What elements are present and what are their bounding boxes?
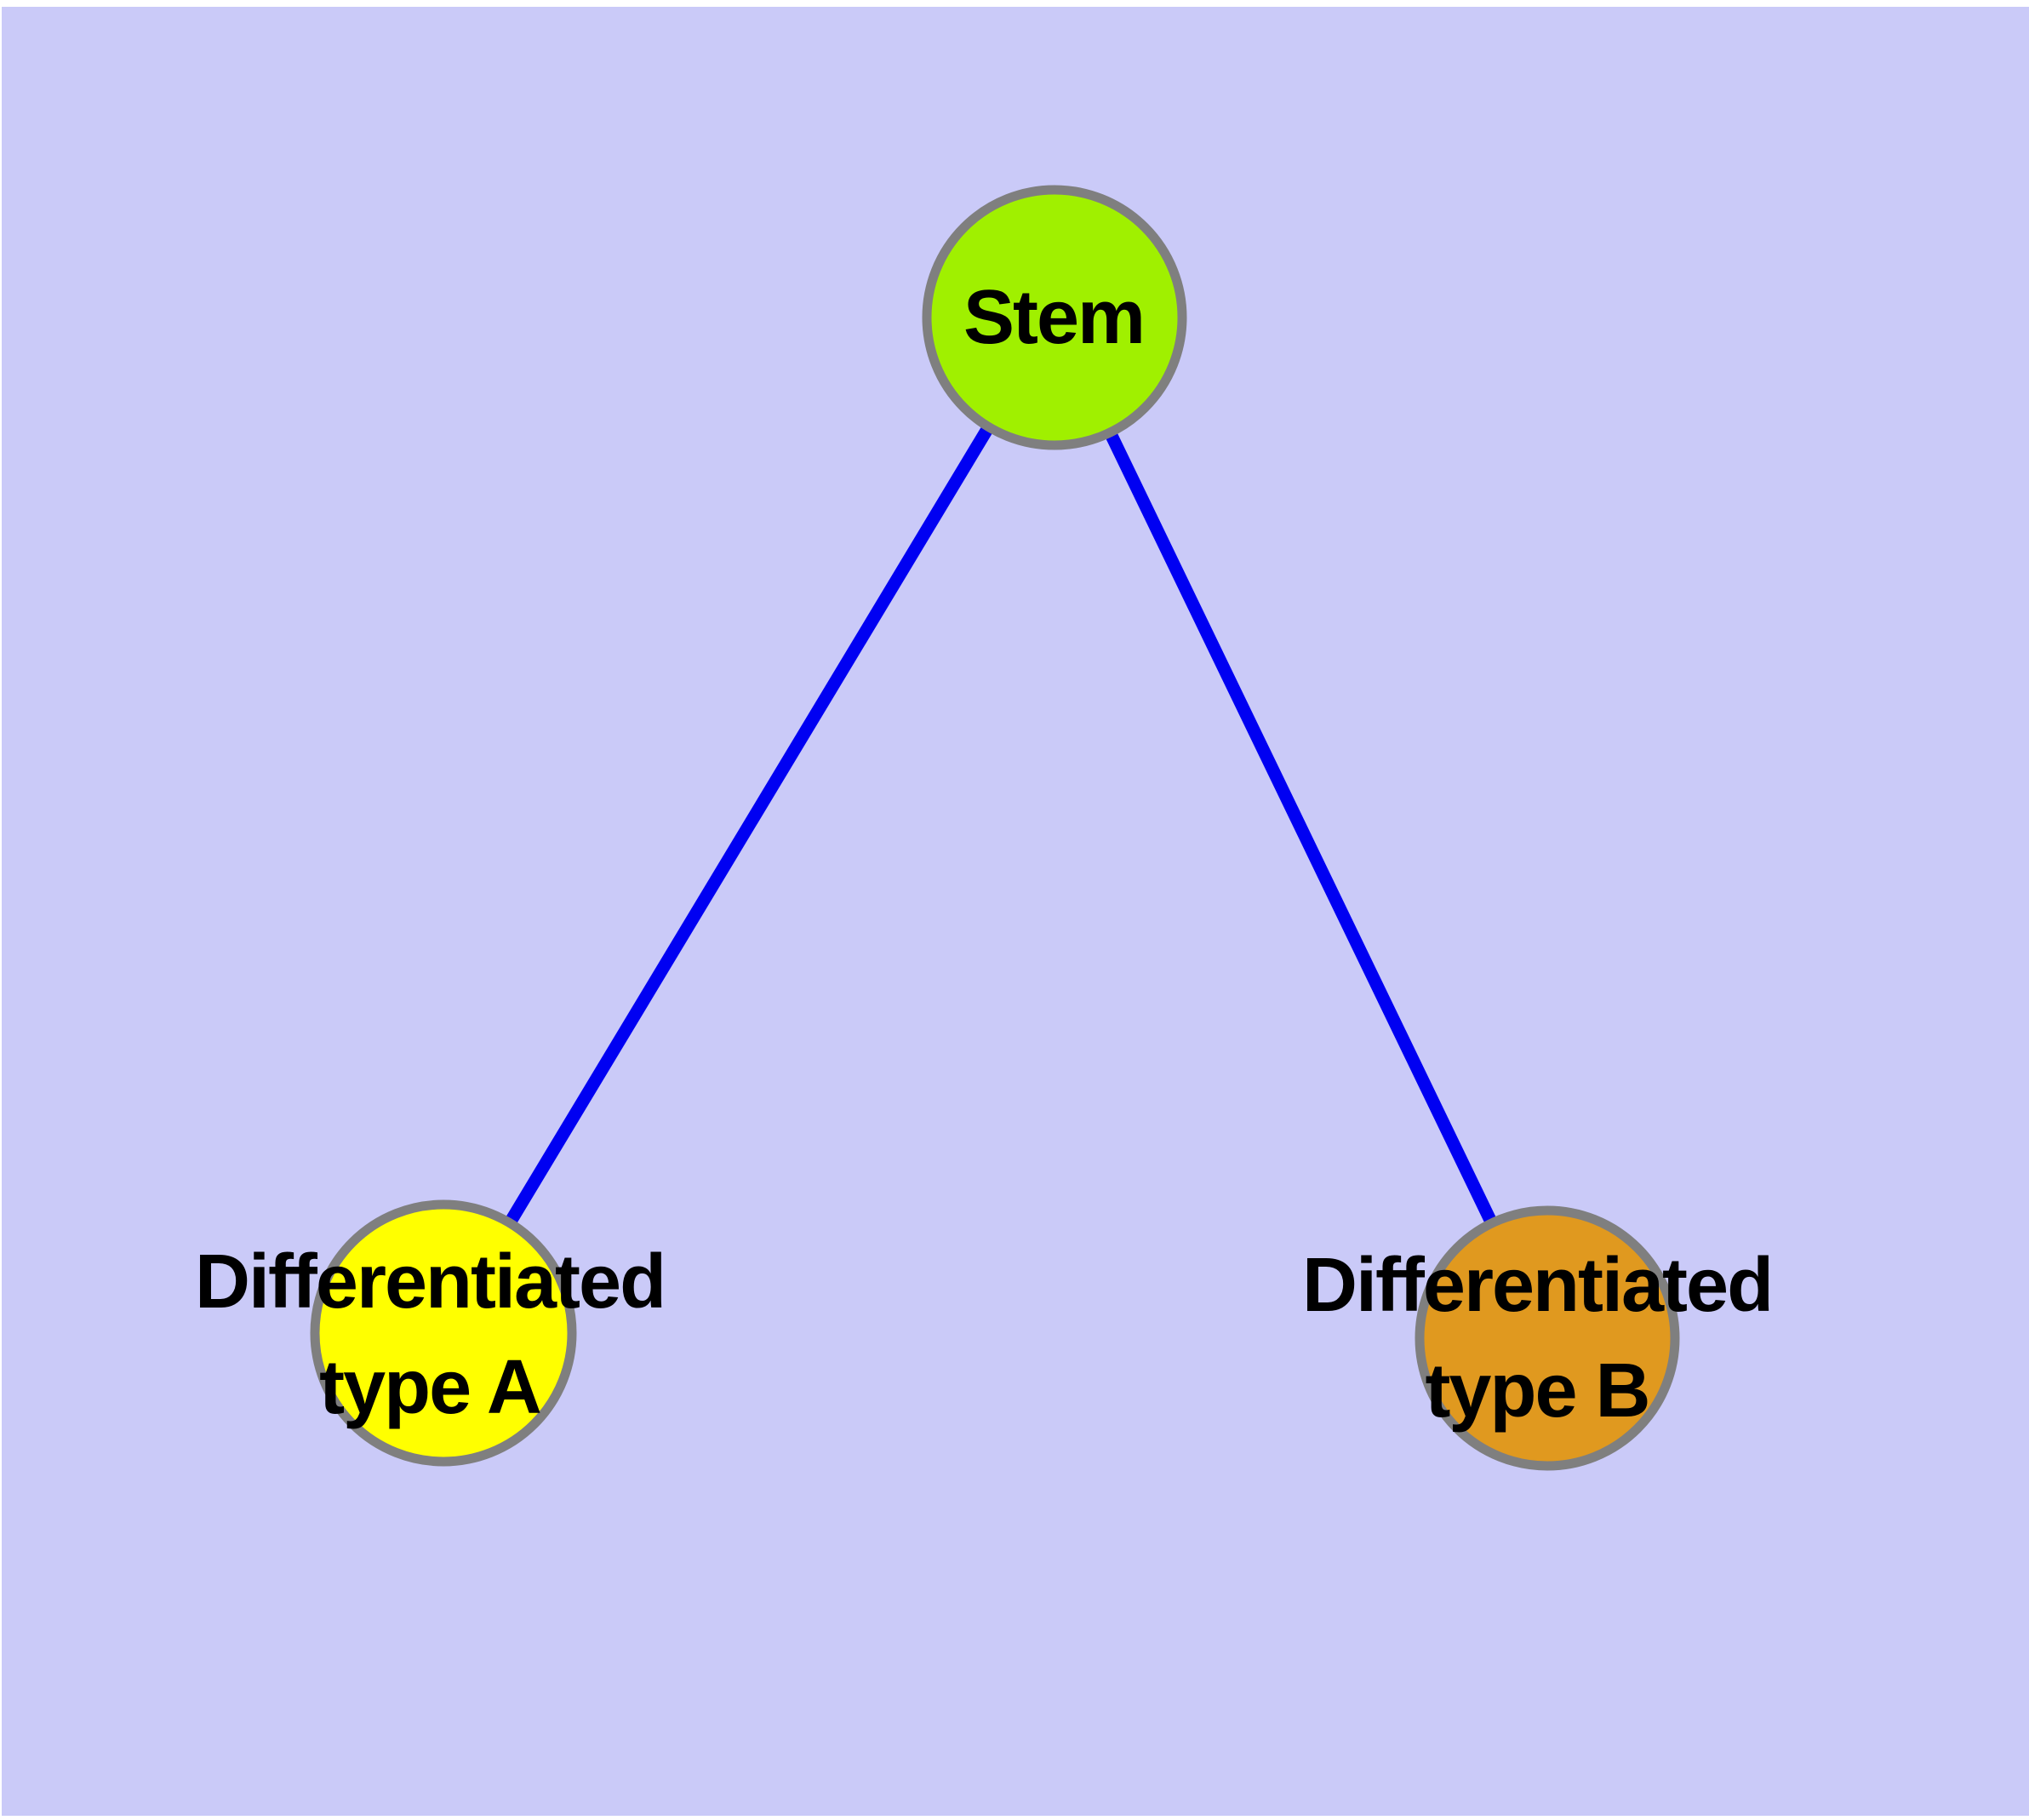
node-stem-circle: [922, 185, 1187, 450]
node-type-b-label-line2: type B: [1425, 1348, 1650, 1434]
node-type-b-label-line1: Differentiated: [1301, 1243, 1774, 1328]
node-type-b-label: Differentiated type B: [1301, 1233, 1774, 1444]
node-stem-label-line1: Stem: [963, 275, 1146, 360]
node-type-a-label: Differentiated type A: [194, 1229, 666, 1440]
node-type-b-circle: [1415, 1205, 1680, 1471]
node-stem-label: Stem: [963, 265, 1146, 370]
node-type-a-circle: [310, 1199, 577, 1467]
node-type-a-label-line2: type A: [319, 1345, 542, 1430]
node-type-a-label-line1: Differentiated: [194, 1239, 666, 1325]
edge-stem-to-type-a: [437, 314, 1060, 1336]
edge-stem-to-type-b: [1049, 314, 1553, 1342]
